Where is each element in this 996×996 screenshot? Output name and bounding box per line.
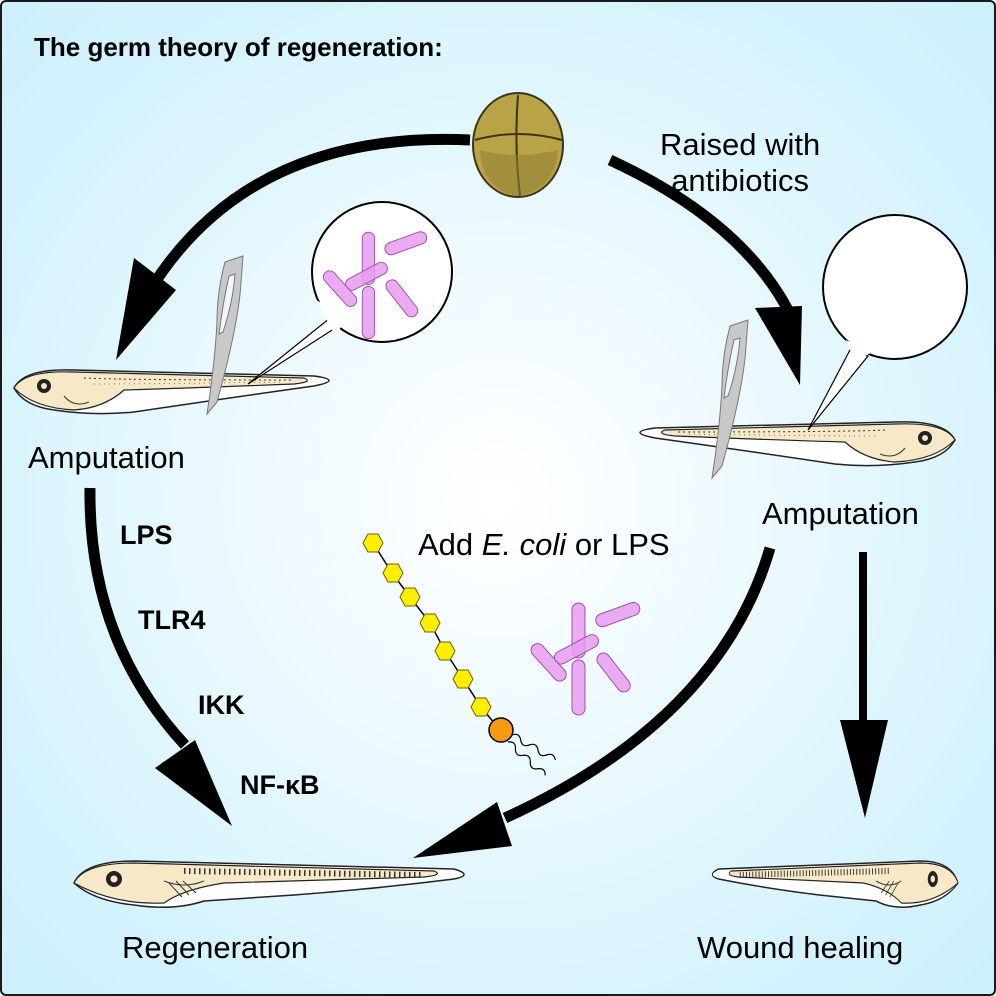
amputation-label-left: Amputation [28, 440, 185, 475]
scalpel-right-icon [711, 319, 749, 479]
arrow-left-amputation-to-regeneration [84, 487, 232, 826]
rescue-label-species: E. coli [481, 527, 567, 562]
antibiotics-label-line2: antibiotics [671, 163, 810, 198]
arrow-embryo-to-right-amputation [607, 155, 802, 385]
rescue-label-suffix: or LPS [566, 527, 670, 562]
arrow-right-amputation-to-regeneration [413, 546, 776, 858]
diagram-title: The germ theory of regeneration: [34, 32, 443, 62]
embryo-icon [472, 92, 564, 198]
speech-bubble-bacteria [247, 201, 453, 385]
bacteria-cluster-icon [527, 600, 643, 716]
antibiotics-label: Raised with antibiotics [660, 127, 820, 199]
rescue-label-prefix: Add [418, 527, 482, 562]
pathway-step-nfkb: NF-κB [240, 770, 320, 800]
pathway-step-ikk: IKK [198, 690, 245, 720]
tadpole-regeneration [74, 861, 464, 907]
antibiotics-label-line1: Raised with [660, 127, 821, 162]
regeneration-label: Regeneration [122, 930, 309, 965]
arrow-right-amputation-to-wound-healing [840, 552, 888, 818]
pathway-step-lps: LPS [120, 520, 173, 550]
lps-molecule-icon [362, 533, 556, 776]
tadpole-left-amputation [13, 369, 330, 415]
tadpole-wound-healing [712, 861, 958, 907]
rescue-label: Add E. coli or LPS [418, 527, 670, 563]
tadpole-right-amputation [639, 421, 956, 467]
amputation-label-right: Amputation [762, 496, 919, 531]
pathway-step-tlr4: TLR4 [138, 605, 206, 635]
speech-bubble-empty [807, 214, 968, 431]
wound-healing-label: Wound healing [697, 930, 904, 965]
arrow-embryo-to-left-amputation [116, 133, 471, 360]
